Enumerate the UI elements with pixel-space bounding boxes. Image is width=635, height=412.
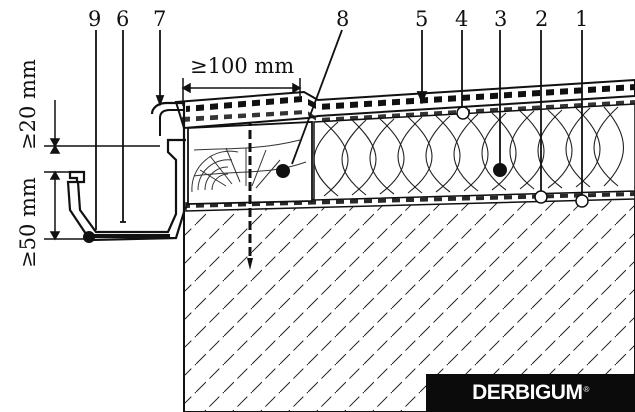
callout-3: 3 — [494, 7, 507, 31]
callout-6: 6 — [116, 7, 129, 31]
callout-1: 1 — [575, 7, 588, 31]
edge-profile — [66, 101, 186, 242]
layer-markers — [456, 106, 589, 208]
insulation-board — [313, 103, 635, 201]
brand-name: DERBIGUM — [472, 381, 583, 404]
callout-5: 5 — [415, 7, 428, 31]
callout-8: 8 — [336, 7, 349, 31]
leader-lines — [95, 29, 583, 230]
dimension-upstand — [44, 100, 160, 241]
dimension-overlap-label: ≥100 mm — [190, 54, 294, 78]
sealant-beads — [83, 163, 507, 243]
brand-mark: ® — [583, 384, 589, 394]
roof-membrane — [174, 78, 635, 130]
dimension-upstand-top-label: ≥20 mm — [16, 59, 40, 150]
brand-logo: DERBIGUM® — [426, 374, 635, 412]
callout-numbers: 9 6 7 8 5 4 3 2 1 — [88, 7, 588, 31]
callout-9: 9 — [88, 7, 101, 31]
callout-4: 4 — [455, 7, 468, 31]
callout-7: 7 — [153, 7, 166, 31]
callout-2: 2 — [535, 7, 548, 31]
dimension-upstand-bottom-label: ≥50 mm — [16, 177, 40, 268]
dimension-overlap — [181, 78, 302, 106]
